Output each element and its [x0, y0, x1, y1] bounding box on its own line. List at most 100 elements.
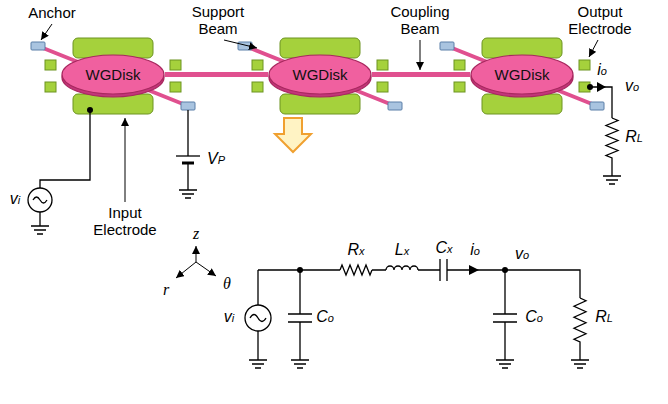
signal-name: RL — [625, 128, 643, 147]
leader-line — [420, 40, 421, 70]
equivalent-circuit — [245, 259, 589, 368]
anchor-block — [31, 42, 45, 50]
part-name: Support Beam — [178, 3, 258, 37]
support-beams — [38, 46, 597, 106]
electrode-pad — [170, 60, 181, 70]
wire — [258, 270, 580, 298]
electrode-pad — [377, 82, 388, 92]
transform-arrow — [275, 118, 311, 152]
wire — [39, 212, 40, 226]
callout-leaders — [41, 24, 598, 202]
signal-name: io — [597, 61, 607, 80]
terminal-dot — [587, 84, 593, 90]
axis-line — [196, 246, 197, 262]
signal-name: VP — [207, 150, 225, 169]
anchor-block — [440, 42, 454, 50]
signal-name: vi — [224, 308, 234, 327]
signal-name: RL — [595, 308, 613, 327]
ground-symbol — [249, 360, 267, 368]
part-name: Input Electrode — [80, 204, 170, 238]
current-arrow — [469, 265, 479, 275]
ground-symbol — [603, 176, 621, 184]
part-name: Coupling Beam — [380, 3, 460, 37]
resonator-disk: WGDisk — [268, 54, 372, 98]
electrode-pad — [252, 60, 263, 70]
axis-line — [196, 262, 216, 276]
disk-label: WGDisk — [293, 66, 348, 83]
wire — [40, 110, 90, 188]
capacitor-symbol — [493, 270, 517, 360]
signal-name: vo — [515, 245, 529, 264]
anchor-block — [590, 102, 604, 110]
disk-face — [62, 55, 164, 94]
axis-label: θ — [223, 275, 231, 292]
electrode-pad — [454, 60, 465, 70]
source-symbol — [28, 188, 52, 212]
disk-label: WGDisk — [86, 66, 141, 83]
signal-name: Cx — [435, 239, 452, 258]
battery-symbol — [176, 155, 200, 156]
signal-name: Co — [316, 308, 334, 327]
signal-name: Anchor — [28, 4, 76, 21]
signal-name: vi — [10, 190, 20, 209]
ground-symbol — [571, 360, 589, 368]
axis-label: r — [163, 281, 169, 298]
electrode-pad — [454, 82, 465, 92]
anchors — [31, 42, 604, 110]
source-symbol — [33, 197, 47, 203]
disk-label: WGDisk — [495, 66, 550, 83]
ground-symbol — [179, 190, 197, 198]
wire — [257, 270, 258, 305]
capacitor-symbol — [288, 270, 312, 360]
signal-name: Co — [525, 308, 543, 327]
wire — [187, 163, 188, 190]
leader-line — [224, 40, 257, 48]
capacitor-symbol — [440, 259, 447, 281]
terminal-dot — [87, 107, 93, 113]
disk-face — [269, 55, 371, 94]
resistor-symbol — [606, 118, 618, 176]
wire — [257, 331, 258, 360]
output-electrode — [579, 60, 590, 70]
electrode-pad — [377, 60, 388, 70]
source-symbol — [250, 315, 266, 322]
signal-name: io — [470, 241, 480, 260]
axes — [176, 246, 216, 278]
wire — [187, 110, 188, 156]
resonator-disk: WGDisk — [470, 54, 574, 98]
source-symbol — [245, 305, 271, 331]
anchor-block — [181, 102, 195, 110]
ground-symbol — [496, 360, 514, 368]
signal-name: vo — [625, 77, 639, 96]
electrode-pad — [170, 82, 181, 92]
electrode-pad — [45, 60, 56, 70]
leader-line — [589, 40, 598, 57]
coupling-beam — [372, 72, 470, 77]
part-name: Output Electrode — [555, 3, 645, 37]
coupling-beam — [165, 72, 268, 77]
signal-name: Rx — [347, 241, 364, 260]
anchor-block — [388, 102, 402, 110]
resistor-symbol — [340, 265, 372, 275]
junction-dot — [297, 267, 303, 273]
electrodes — [45, 38, 590, 114]
resonator-disk: WGDisk — [61, 54, 165, 98]
electrode-pad — [252, 82, 263, 92]
current-arrow — [597, 82, 606, 92]
inductor-symbol — [386, 266, 418, 270]
leader-line — [41, 24, 52, 40]
resistor-symbol — [574, 298, 586, 360]
axis-line — [176, 262, 196, 278]
leader-line — [125, 118, 126, 202]
axis-label: z — [193, 225, 199, 242]
electrode-pad — [45, 82, 56, 92]
ground-symbol — [31, 226, 49, 234]
junction-dot — [502, 267, 508, 273]
wire — [590, 87, 612, 118]
signal-name: Lx — [395, 241, 409, 260]
disk-face — [471, 55, 573, 94]
ground-symbol — [291, 360, 309, 368]
